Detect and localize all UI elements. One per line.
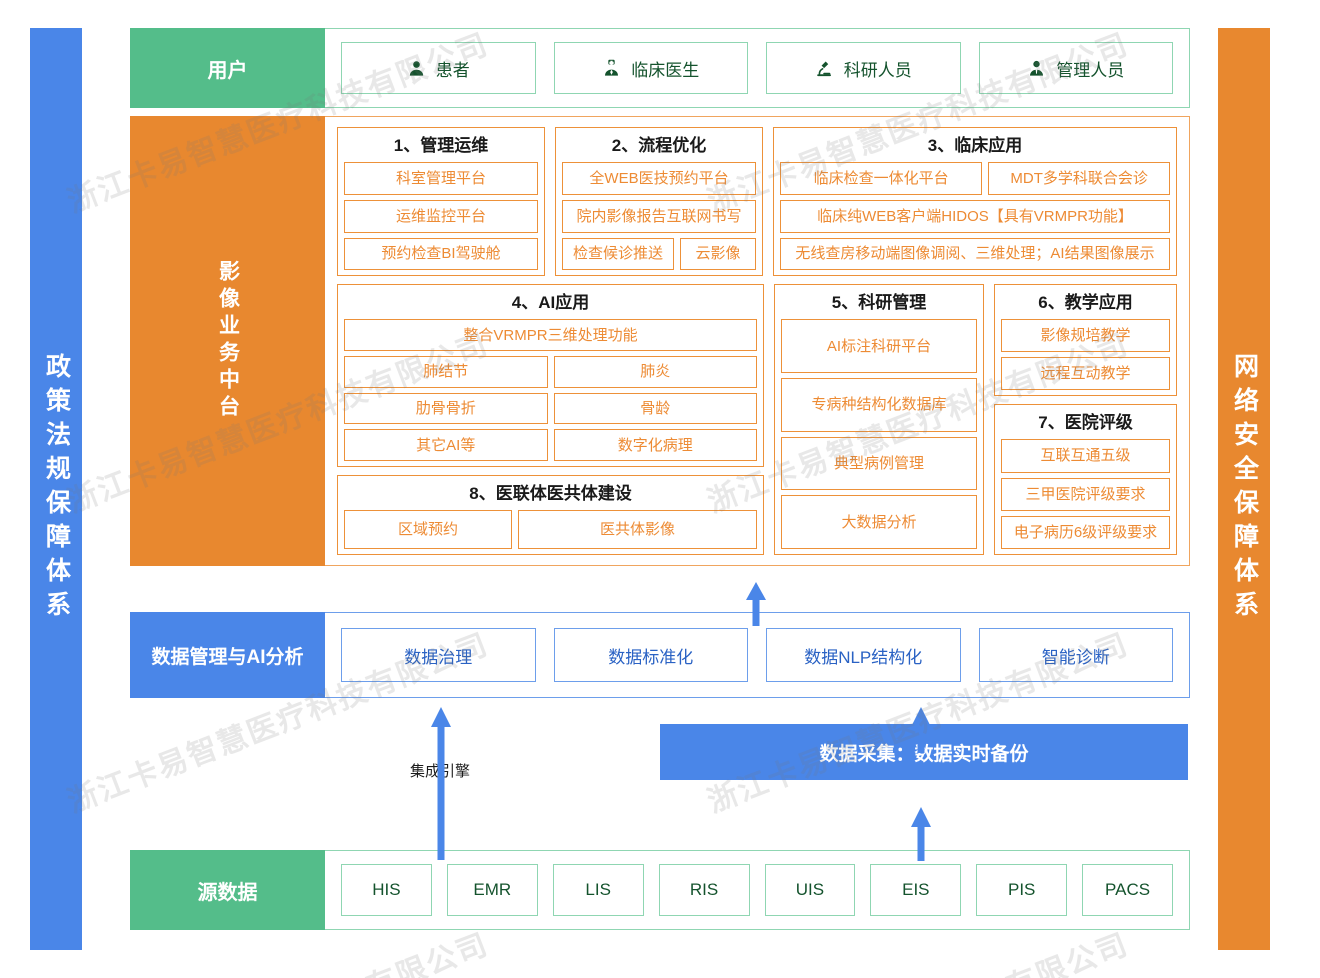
module-item[interactable]: 云影像 [680, 237, 756, 271]
module-card-management[interactable]: 1、管理运维 科室管理平台 运维监控平台 预约检查BI驾驶舱 [337, 127, 545, 277]
module-card-title: 4、AI应用 [511, 293, 590, 313]
midplatform-top-group: 1、管理运维 科室管理平台 运维监控平台 预约检查BI驾驶舱 2、流程优化 全W… [337, 127, 1177, 277]
module-item[interactable]: 互联互通五级 [1001, 439, 1170, 473]
data-management-layer: 数据管理与AI分析 数据治理 数据标准化 数据NLP结构化 智能诊断 [130, 612, 1190, 698]
module-item[interactable]: 远程互动教学 [1001, 357, 1170, 391]
module-card-process[interactable]: 2、流程优化 全WEB医技预约平台 院内影像报告互联网书写 检查候诊推送 云影像 [555, 127, 763, 277]
module-item[interactable]: 专病种结构化数据库 [781, 377, 977, 432]
module-card-clinical[interactable]: 3、临床应用 临床检查一体化平台 MDT多学科联合会诊 临床纯WEB客户端HID… [773, 127, 1177, 277]
source-item[interactable]: PIS [976, 864, 1068, 916]
module-item[interactable]: 肺结节 [344, 355, 548, 388]
module-item[interactable]: 整合VRMPR三维处理功能 [344, 319, 757, 351]
policy-guarantee-bar: 政策法规保障体系 [30, 28, 82, 950]
manager-icon [1027, 59, 1046, 78]
module-card-hospital-rating[interactable]: 7、医院评级 互联互通五级 三甲医院评级要求 电子病历6级评级要求 [994, 404, 1177, 555]
user-role-clinician[interactable]: 临床医生 [553, 42, 748, 94]
module-card-title: 3、临床应用 [927, 136, 1023, 155]
module-card-research[interactable]: 5、科研管理 AI标注科研平台 专病种结构化数据库 典型病例管理 大数据分析 [774, 284, 984, 555]
module-item[interactable]: 影像规培教学 [1001, 319, 1170, 353]
imaging-midplatform-layer: 影像业务中台 1、管理运维 科室管理平台 运维监控平台 预约检查BI驾驶舱 2、… [130, 116, 1190, 566]
module-item[interactable]: 其它AI等 [344, 429, 548, 461]
module-item[interactable]: 电子病历6级评级要求 [1001, 515, 1170, 549]
module-item[interactable]: 大数据分析 [781, 495, 977, 549]
module-item[interactable]: 预约检查BI驾驶舱 [344, 237, 538, 271]
source-item[interactable]: RIS [658, 864, 750, 916]
midplatform-bottom-group: 4、AI应用 整合VRMPR三维处理功能 肺结节 肺炎 肋骨骨折 骨龄 其它AI… [337, 284, 1177, 555]
data-item[interactable]: 数据NLP结构化 [766, 628, 961, 682]
module-item[interactable]: AI标注科研平台 [781, 319, 977, 373]
module-card-medical-consortium[interactable]: 8、医联体医共体建设 区域预约 医共体影像 [337, 475, 764, 555]
arrow-collection-to-data [911, 707, 931, 753]
module-item[interactable]: 区域预约 [344, 510, 512, 549]
data-management-body: 数据治理 数据标准化 数据NLP结构化 智能诊断 [325, 612, 1190, 698]
user-role-manager[interactable]: 管理人员 [978, 42, 1173, 94]
user-layer: 用户 患者 临床医生 科研人员 [130, 28, 1190, 108]
source-item[interactable]: PACS [1082, 864, 1173, 916]
module-item[interactable]: 全WEB医技预约平台 [562, 162, 756, 195]
module-item[interactable]: 院内影像报告互联网书写 [562, 199, 756, 233]
module-item[interactable]: MDT多学科联合会诊 [988, 162, 1170, 195]
user-layer-body: 患者 临床医生 科研人员 管理人员 [325, 28, 1190, 108]
midplatform-left-col: 4、AI应用 整合VRMPR三维处理功能 肺结节 肺炎 肋骨骨折 骨龄 其它AI… [337, 284, 764, 555]
module-item[interactable]: 肺炎 [553, 355, 757, 388]
integration-zone: 集成引擎 数据采集：数据实时备份 [130, 698, 1190, 850]
microscope-icon [815, 59, 834, 78]
module-card-title: 8、医联体医共体建设 [469, 484, 632, 503]
arrow-source-to-data-left [431, 707, 451, 860]
module-item[interactable]: 肋骨骨折 [344, 392, 548, 425]
user-role-patient[interactable]: 患者 [341, 42, 536, 94]
arrow-source-to-collection [911, 807, 931, 861]
source-data-body: HIS EMR LIS RIS UIS EIS PIS PACS [325, 850, 1190, 930]
module-item[interactable]: 无线查房移动端图像调阅、三维处理；AI结果图像展示 [780, 237, 1170, 271]
module-item[interactable]: 骨龄 [553, 392, 757, 425]
module-item[interactable]: 检查候诊推送 [562, 237, 675, 271]
user-role-label: 科研人员 [843, 60, 912, 80]
data-item[interactable]: 数据治理 [341, 628, 536, 682]
user-role-label: 管理人员 [1056, 60, 1125, 80]
module-item[interactable]: 医共体影像 [517, 510, 757, 549]
module-card-title: 1、管理运维 [393, 136, 489, 155]
module-card-title: 5、科研管理 [831, 293, 927, 313]
module-item[interactable]: 三甲医院评级要求 [1001, 477, 1170, 511]
module-item[interactable]: 典型病例管理 [781, 436, 977, 491]
arrow-data-to-midplatform [746, 582, 766, 626]
midplatform-right-col: 6、教学应用 影像规培教学 远程互动教学 7、医院评级 互联互通五级 三甲医院评… [994, 284, 1177, 555]
module-card-title: 2、流程优化 [611, 136, 707, 155]
source-data-label: 源数据 [130, 850, 325, 930]
data-item[interactable]: 数据标准化 [553, 628, 748, 682]
module-card-title: 7、医院评级 [1038, 413, 1133, 433]
user-role-label: 临床医生 [631, 60, 700, 80]
imaging-midplatform-label: 影像业务中台 [130, 116, 325, 566]
module-item[interactable]: 临床纯WEB客户端HIDOS【具有VRMPR功能】 [780, 199, 1170, 233]
user-layer-label: 用户 [130, 28, 325, 108]
module-card-teaching[interactable]: 6、教学应用 影像规培教学 远程互动教学 [994, 284, 1177, 397]
user-role-researcher[interactable]: 科研人员 [766, 42, 961, 94]
module-card-ai[interactable]: 4、AI应用 整合VRMPR三维处理功能 肺结节 肺炎 肋骨骨折 骨龄 其它AI… [337, 284, 764, 467]
source-item[interactable]: UIS [764, 864, 856, 916]
network-security-bar: 网络安全保障体系 [1218, 28, 1270, 950]
module-item[interactable]: 科室管理平台 [344, 162, 538, 195]
source-item[interactable]: EIS [870, 864, 962, 916]
policy-guarantee-label: 政策法规保障体系 [42, 353, 71, 625]
source-item[interactable]: EMR [446, 864, 538, 916]
network-security-label: 网络安全保障体系 [1230, 353, 1259, 625]
module-card-title: 6、教学应用 [1038, 293, 1133, 313]
source-data-layer: 源数据 HIS EMR LIS RIS UIS EIS PIS PACS [130, 850, 1190, 930]
data-item[interactable]: 智能诊断 [978, 628, 1173, 682]
diagram-stage: 用户 患者 临床医生 科研人员 [130, 28, 1190, 930]
source-item[interactable]: LIS [552, 864, 644, 916]
doctor-icon [602, 59, 621, 78]
user-icon [407, 59, 426, 78]
user-role-label: 患者 [435, 60, 470, 80]
source-item[interactable]: HIS [341, 864, 432, 916]
imaging-midplatform-body: 1、管理运维 科室管理平台 运维监控平台 预约检查BI驾驶舱 2、流程优化 全W… [325, 116, 1190, 566]
module-item[interactable]: 数字化病理 [553, 429, 757, 461]
data-management-label: 数据管理与AI分析 [130, 612, 325, 698]
module-item[interactable]: 临床检查一体化平台 [780, 162, 983, 195]
module-item[interactable]: 运维监控平台 [344, 199, 538, 233]
